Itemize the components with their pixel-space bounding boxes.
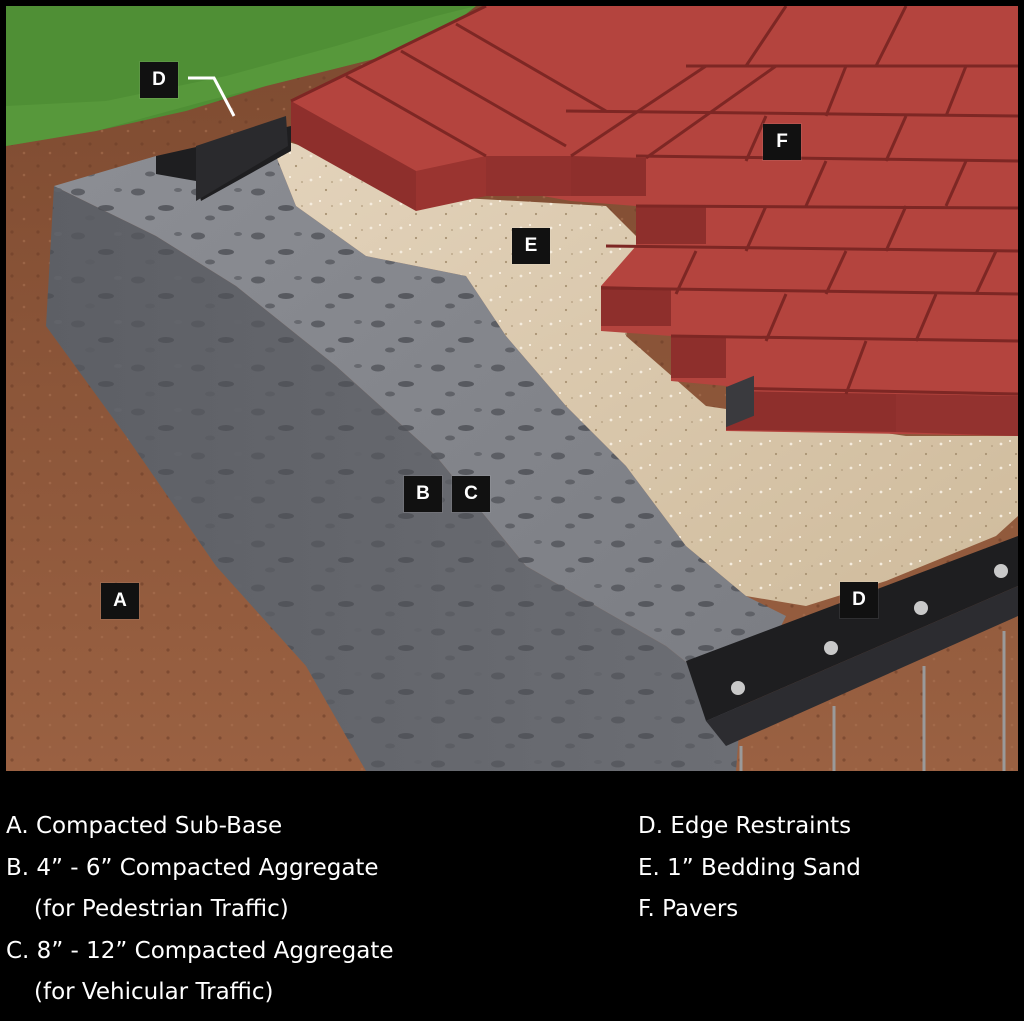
label-a: A xyxy=(101,583,139,619)
legend-item-e: E. 1” Bedding Sand xyxy=(638,854,861,881)
label-f: F xyxy=(763,124,801,160)
label-b: B xyxy=(404,476,442,512)
label-c: C xyxy=(452,476,490,512)
label-d-bottom: D xyxy=(840,582,878,618)
legend-item-b: B. 4” - 6” Compacted Aggregate xyxy=(6,854,379,881)
legend-item-f: F. Pavers xyxy=(638,896,739,922)
legend-left-column: A. Compacted Sub-Base B. 4” - 6” Compact… xyxy=(6,806,394,1014)
legend-item-a: A. Compacted Sub-Base xyxy=(6,813,283,839)
legend-item-c-note: (for Vehicular Traffic) xyxy=(34,979,274,1005)
legend-item-b-note: (for Pedestrian Traffic) xyxy=(34,896,289,922)
edge-restraint-bottom xyxy=(686,375,1018,771)
label-e: E xyxy=(512,228,550,264)
pavers xyxy=(290,6,1018,436)
legend-right-column: D. Edge Restraints E. 1” Bedding Sand F.… xyxy=(638,806,861,931)
legend-item-c: C. 8” - 12” Compacted Aggregate xyxy=(6,937,394,964)
label-d-top: D xyxy=(140,62,178,98)
paver-installation-illustration xyxy=(6,6,1018,771)
leader-line-d xyxy=(188,76,236,117)
legend-item-d: D. Edge Restraints xyxy=(638,813,852,839)
